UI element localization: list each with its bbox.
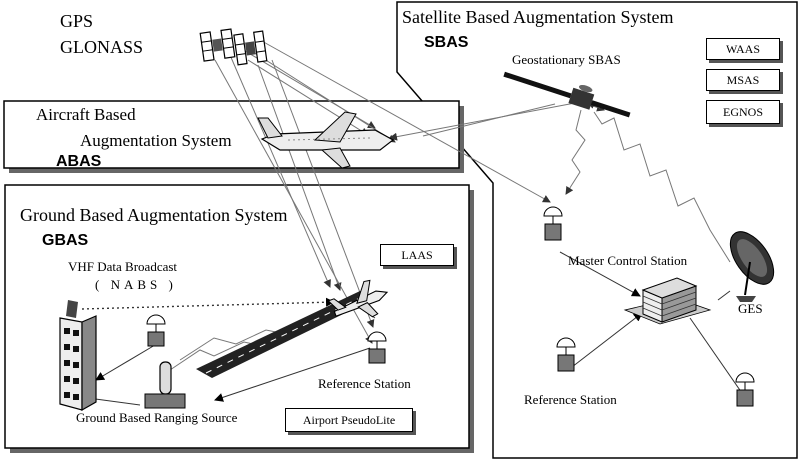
sbas-reference-receiver-2 <box>556 337 576 372</box>
master-control-station-label: Master Control Station <box>568 253 688 268</box>
sbas-reference-receiver-3 <box>735 372 755 407</box>
abas-title-line2: Augmentation System <box>80 131 232 150</box>
waas-tag: WAAS <box>706 38 780 60</box>
gbas-reference-receiver-1 <box>146 314 166 347</box>
geostationary-satellite <box>503 71 631 118</box>
gnss-satellite-1 <box>199 28 236 62</box>
abas-aircraft <box>257 111 395 169</box>
nabs-label: ( NABS ) <box>95 277 177 292</box>
ground-ranging-source-label: Ground Based Ranging Source <box>76 410 238 425</box>
gps-label: GPS <box>60 11 94 31</box>
sbas-acronym: SBAS <box>424 34 469 51</box>
gbas-acronym: GBAS <box>42 232 89 249</box>
master-control-station-building <box>623 277 712 325</box>
egnos-tag: EGNOS <box>706 100 780 124</box>
gbas-aircraft <box>327 279 389 318</box>
sbas-reference-station-label: Reference Station <box>524 392 617 407</box>
ges-label: GES <box>738 301 763 316</box>
laas-tag: LAAS <box>380 244 454 266</box>
sbas-title: Satellite Based Augmentation System <box>402 7 674 27</box>
msas-tag: MSAS <box>706 69 780 91</box>
airport-pseudolite-tag: Airport PseudoLite <box>285 408 413 432</box>
geostationary-sbas-label: Geostationary SBAS <box>512 52 621 67</box>
gbas-title: Ground Based Augmentation System <box>20 205 288 225</box>
control-tower-building <box>59 300 97 412</box>
gnss-satellite-2 <box>233 30 268 66</box>
gbas-reference-receiver-2 <box>367 331 387 364</box>
vhf-data-broadcast-label: VHF Data Broadcast <box>68 259 178 274</box>
ges-dish-antenna <box>729 231 775 302</box>
abas-acronym: ABAS <box>56 153 102 170</box>
ground-ranging-source <box>144 361 186 409</box>
gbas-reference-station-label: Reference Station <box>318 376 411 391</box>
sbas-reference-receiver-1 <box>543 206 563 241</box>
glonass-label: GLONASS <box>60 37 144 57</box>
abas-title-line1: Aircraft Based <box>36 105 136 124</box>
sbas-region <box>396 1 798 459</box>
